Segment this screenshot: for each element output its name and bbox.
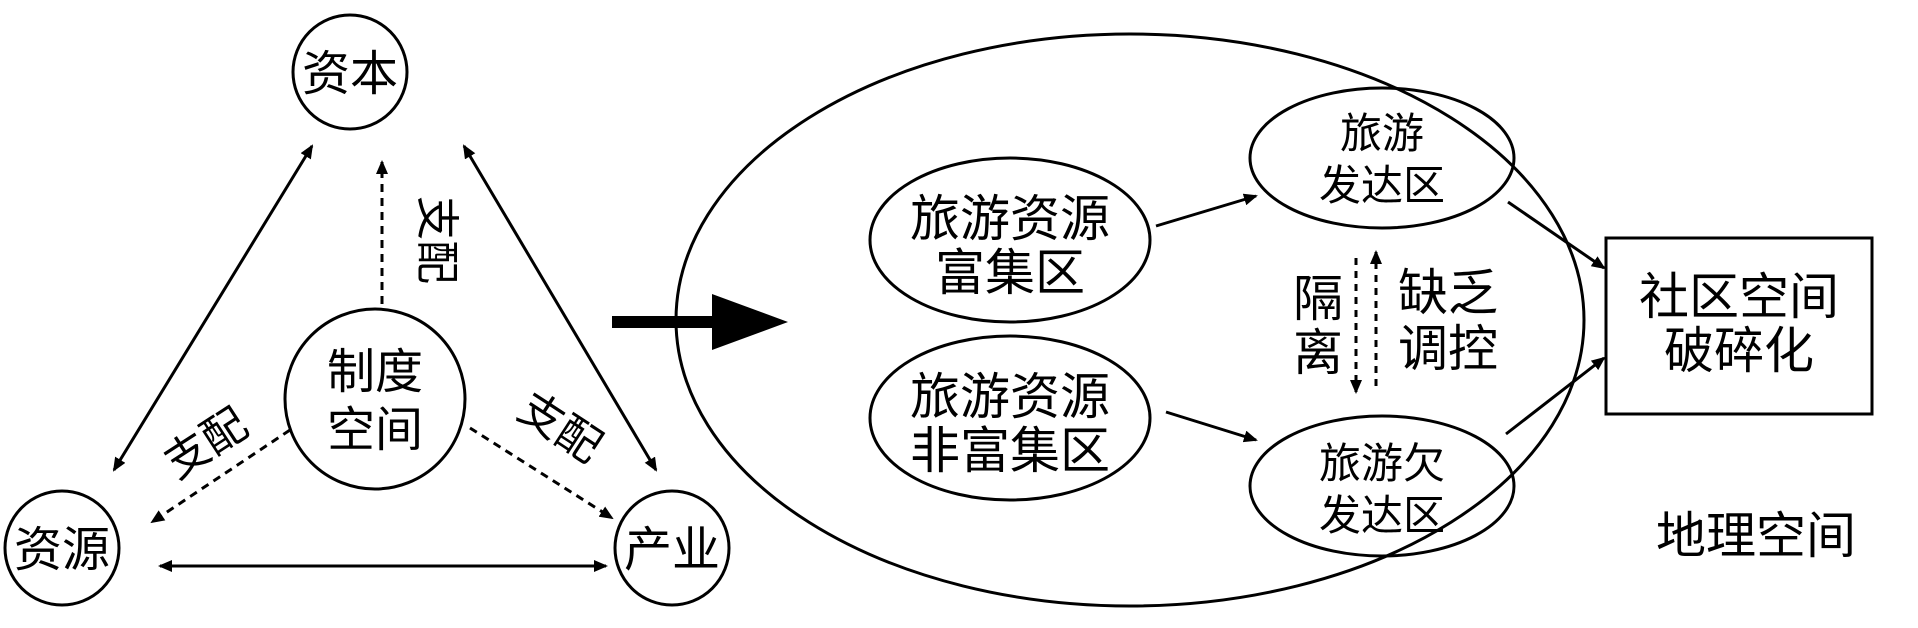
developed-line1: 旅游 (1340, 109, 1424, 158)
geographic-space-ellipse (674, 32, 1586, 608)
rich-area-line2: 富集区 (935, 244, 1085, 302)
capital-industry-arrow (462, 144, 658, 472)
community-fragmentation-box (1604, 236, 1874, 416)
tourism-developed-ellipse (1248, 86, 1516, 230)
left-triangle-diagram: 资本 资源 产业 制度 空间 支配 支配 支配 (3, 13, 731, 607)
underdeveloped-to-community-arrow (1505, 356, 1606, 436)
nonrich-area-line1: 旅游资源 (910, 368, 1110, 426)
underdeveloped-line2: 发达区 (1319, 491, 1445, 540)
nonrich-area-line2: 非富集区 (910, 422, 1110, 480)
industry-node (613, 489, 731, 607)
capital-resources-arrow (112, 144, 314, 472)
institution-label-line1: 制度 (327, 344, 423, 400)
industry-label: 产业 (624, 522, 720, 578)
developed-line2: 发达区 (1319, 161, 1445, 210)
dominate-top-label: 支配 (411, 196, 462, 284)
capital-node (291, 13, 409, 131)
geo-space-label: 地理空间 (1656, 507, 1856, 565)
institution-label-line2: 空间 (327, 402, 423, 458)
nonrich-to-underdeveloped-arrow (1165, 410, 1258, 443)
rich-resource-area-ellipse (868, 156, 1152, 324)
isolation-char1: 隔 (1293, 270, 1343, 328)
transition-arrow (612, 294, 788, 350)
lack-control-line2: 调控 (1398, 320, 1498, 378)
resources-node (3, 489, 121, 607)
developed-to-community-arrow (1507, 200, 1606, 270)
dominate-right-label: 支配 (509, 382, 611, 473)
capital-label: 资本 (302, 46, 398, 102)
community-line2: 破碎化 (1664, 322, 1814, 380)
community-line1: 社区空间 (1639, 268, 1839, 326)
right-geographic-diagram: 地理空间 旅游资源 富集区 旅游资源 非富集区 旅游 发达区 旅游欠 发达区 社… (674, 32, 1880, 608)
lack-control-line1: 缺乏 (1398, 264, 1498, 322)
rich-to-developed-arrow (1155, 193, 1258, 228)
resources-label: 资源 (14, 522, 110, 578)
dominate-left-label: 支配 (155, 398, 257, 489)
underdeveloped-line1: 旅游欠 (1319, 439, 1445, 488)
isolation-char2: 离 (1293, 324, 1343, 382)
nonrich-resource-area-ellipse (868, 334, 1152, 502)
tourism-underdeveloped-ellipse (1248, 414, 1516, 558)
rich-area-line1: 旅游资源 (910, 190, 1110, 248)
dominate-industry-arrow (469, 426, 614, 520)
